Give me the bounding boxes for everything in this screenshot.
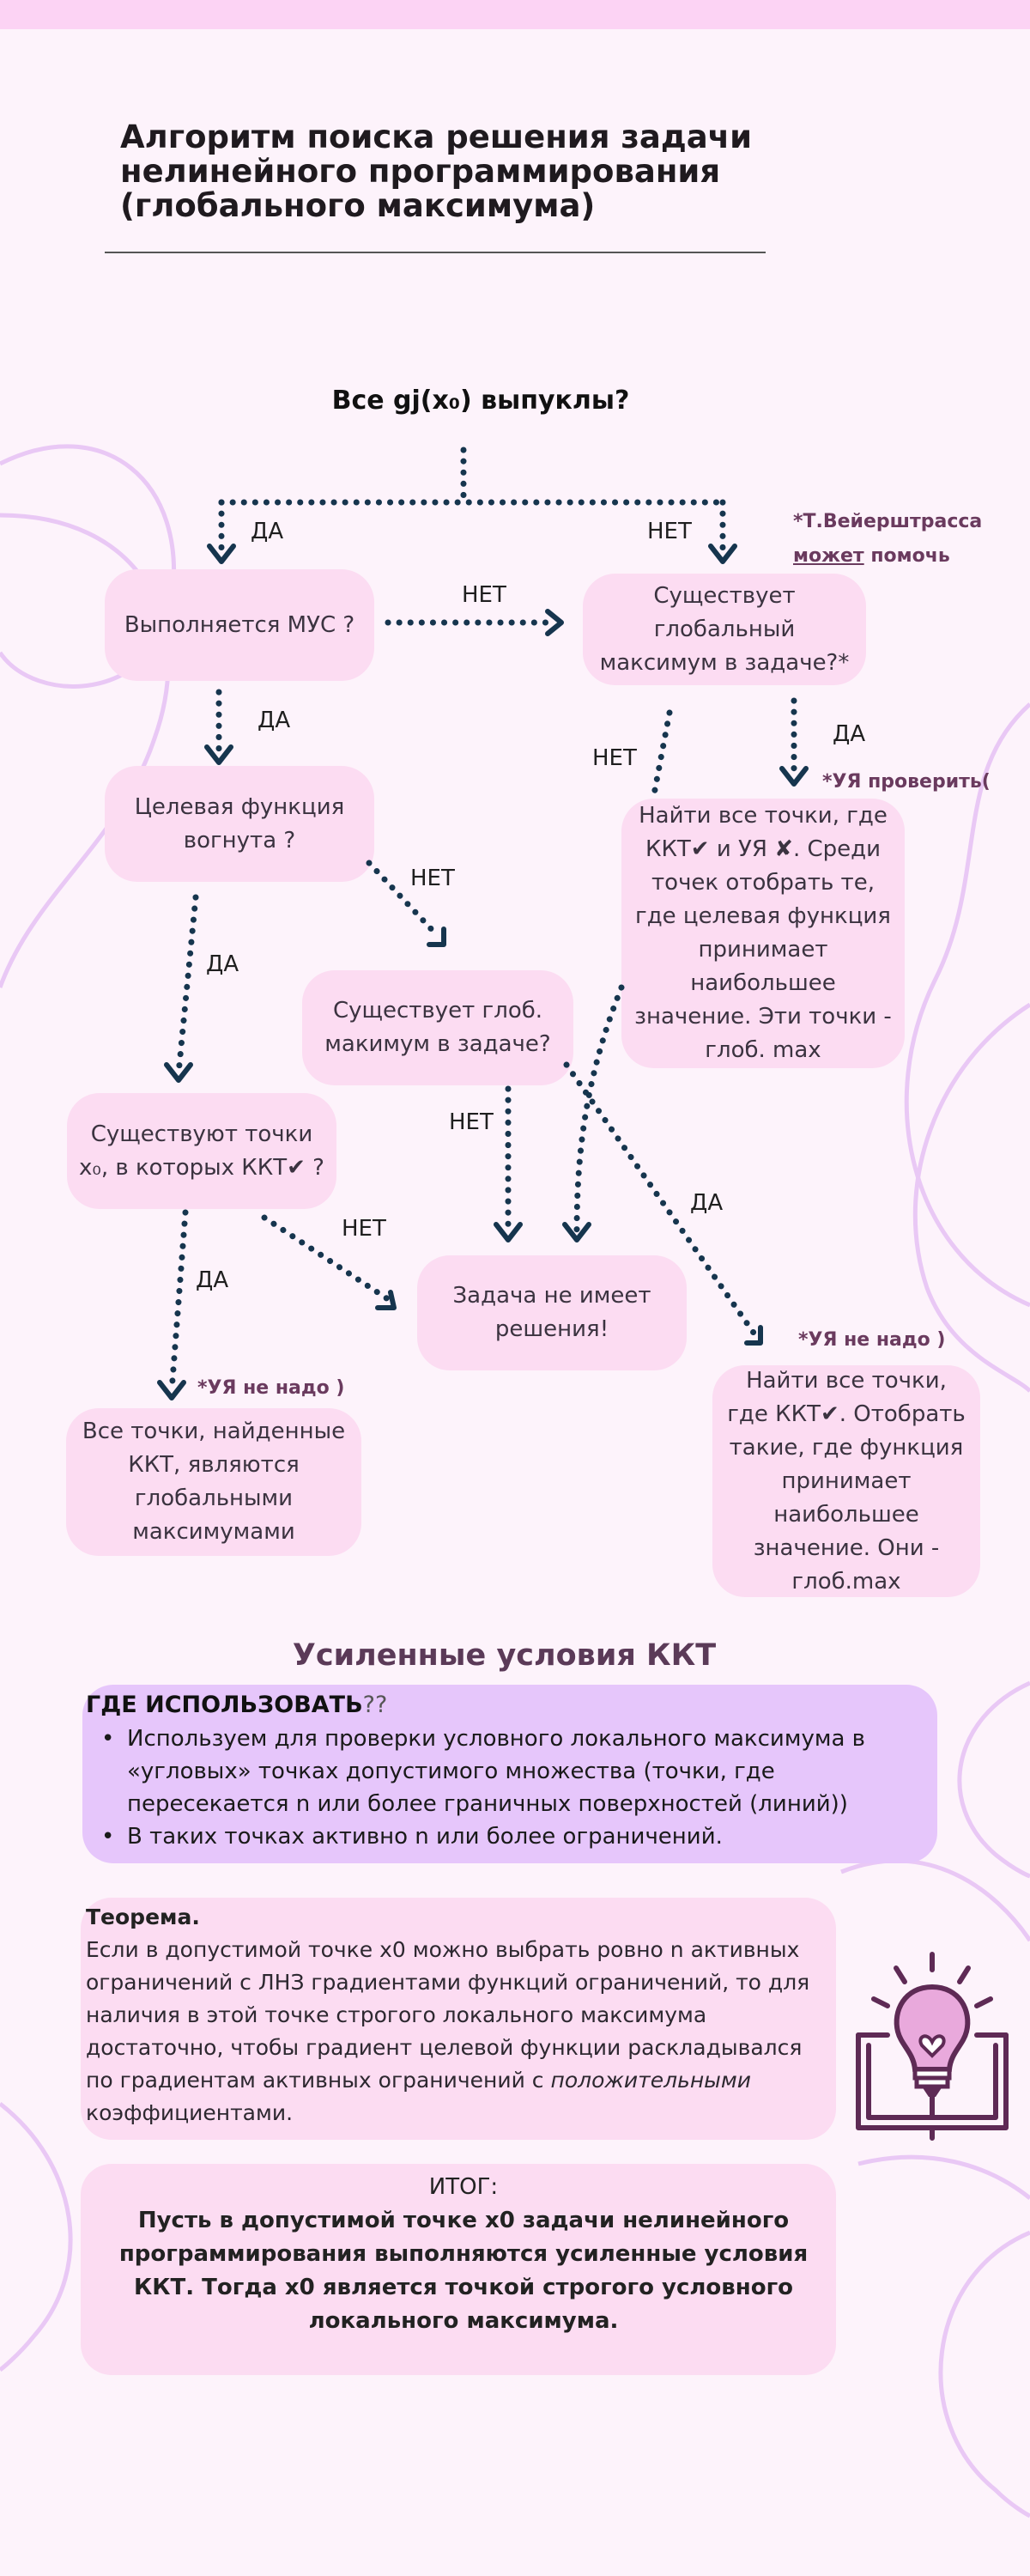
list-item: В таких точках активно n или более огран… <box>101 1820 932 1853</box>
node-points-exist-text: Существуют точки x₀, в которых ККТ✔ ? <box>79 1121 324 1181</box>
arrowhead-global2-da <box>744 1325 763 1346</box>
note-uya-not-needed-left: *УЯ не надо ) <box>197 1377 345 1399</box>
node-find-all-kkt-text: Найти все точки, где ККТ✔. Отобрать таки… <box>727 1367 966 1595</box>
arrow-points-net <box>261 1214 394 1304</box>
summary-heading: ИТОГ: <box>428 2174 499 2200</box>
node-concave-text: Целевая функция вогнута ? <box>134 793 345 854</box>
theorem-body-italic: положительными <box>550 2068 752 2093</box>
label-net-concave: НЕТ <box>410 866 455 891</box>
label-da-global2: ДА <box>690 1190 724 1216</box>
label-da-mus: ДА <box>258 708 291 733</box>
note-weierstrass-help: помочь <box>863 545 950 567</box>
note-uya-check: *УЯ проверить( <box>822 771 991 793</box>
label-net-global2: НЕТ <box>449 1109 494 1135</box>
arrowhead-points-net <box>375 1290 397 1310</box>
node-global-exists-2-text: Существует глоб. макимум в задаче? <box>324 998 551 1057</box>
node-global-exists-1: Существует глобальный максимум в задаче?… <box>583 574 866 685</box>
arrowhead-global2-net <box>494 1222 523 1242</box>
label-da-root: ДА <box>251 519 284 544</box>
theorem-body-1: Если в допустимой точке x0 можно выбрать… <box>86 1937 810 2093</box>
node-find-all-uya-text: Найти все точки, где ККТ✔ и УЯ ✘. Среди … <box>634 803 892 1063</box>
page-title: Алгоритм поиска решения задачи нелинейно… <box>120 118 753 224</box>
arrowhead-root-right <box>708 544 737 564</box>
note-weierstrass-line1: *Т.Вейерштрасса <box>793 511 983 532</box>
summary-body: Пусть в допустимой точке x0 задачи нелин… <box>118 2208 809 2334</box>
theorem-heading: Теорема. <box>86 1905 200 1929</box>
node-all-points: Все точки, найденные ККТ, являются глоба… <box>66 1408 361 1556</box>
node-points-exist: Существуют точки x₀, в которых ККТ✔ ? <box>67 1093 336 1209</box>
node-global-exists-2: Существует глоб. макимум в задаче? <box>302 970 573 1085</box>
arrowhead-points-da <box>157 1380 186 1400</box>
node-global-exists-1-text: Существует глобальный максимум в задаче?… <box>599 582 850 676</box>
arrow-uya-to-nosol <box>573 984 625 1236</box>
node-no-solution-text: Задача не имеет решения! <box>452 1283 651 1342</box>
label-net-global1: НЕТ <box>592 745 637 771</box>
list-item: Используем для проверки условного локаль… <box>101 1722 932 1820</box>
title-divider <box>105 252 766 253</box>
arrowhead-global1-da <box>779 766 809 787</box>
theorem-text: Теорема. Если в допустимой точке x0 можн… <box>86 1901 833 2129</box>
label-net-mus: НЕТ <box>462 582 506 608</box>
label-net-root: НЕТ <box>647 519 692 544</box>
node-all-points-text: Все точки, найденные ККТ, являются глоба… <box>82 1419 346 1545</box>
top-bar <box>0 0 1030 29</box>
arrow-points-da <box>168 1209 189 1394</box>
kkt-heading: Усиленные условия ККТ <box>292 1638 717 1673</box>
summary-box <box>81 2164 836 2375</box>
node-mus: Выполняется МУС ? <box>105 569 374 681</box>
arrow-concave-da <box>175 894 199 1077</box>
label-da-global1: ДА <box>833 721 866 747</box>
arrow-global1-net <box>651 709 673 798</box>
arrowhead-concave-net <box>427 927 446 947</box>
note-weierstrass: *Т.Вейерштрасса может помочь <box>793 505 982 574</box>
where-to-use-list: Используем для проверки условного локаль… <box>101 1722 932 1853</box>
where-to-use-label: ГДЕ ИСПОЛЬЗОВАТЬ <box>86 1692 363 1718</box>
lightbulb-book-icon <box>856 1952 1009 2141</box>
arrowhead-mus-da <box>204 744 233 765</box>
where-to-use-suffix: ?? <box>362 1692 388 1718</box>
root-question: Все gj(x₀) выпуклы? <box>331 386 630 416</box>
label-da-points: ДА <box>196 1267 229 1293</box>
summary-text: ИТОГ: Пусть в допустимой точке x0 задачи… <box>86 2171 841 2338</box>
node-find-all-kkt: Найти все точки, где ККТ✔. Отобрать таки… <box>712 1365 980 1597</box>
label-net-points: НЕТ <box>342 1216 386 1242</box>
node-find-all-uya: Найти все точки, где ККТ✔ и УЯ ✘. Среди … <box>621 799 905 1068</box>
arrow-global2-da <box>563 1061 759 1339</box>
node-no-solution: Задача не имеет решения! <box>417 1255 687 1370</box>
theorem-body-2: коэффициентами. <box>86 2100 294 2125</box>
note-uya-not-needed-right: *УЯ не надо ) <box>798 1329 946 1351</box>
where-to-use-heading: ГДЕ ИСПОЛЬЗОВАТЬ?? <box>86 1692 387 1718</box>
note-weierstrass-may: может <box>793 545 864 567</box>
arrowhead-mus-net <box>545 609 564 636</box>
node-mus-text: Выполняется МУС ? <box>124 611 355 638</box>
theorem-box <box>81 1898 836 2140</box>
arrowhead-uya-to-nosol <box>562 1222 591 1242</box>
arrowhead-root-left <box>207 544 236 564</box>
arrowhead-concave-da <box>164 1062 193 1083</box>
node-concave: Целевая функция вогнута ? <box>105 766 374 882</box>
label-da-concave: ДА <box>206 951 239 977</box>
